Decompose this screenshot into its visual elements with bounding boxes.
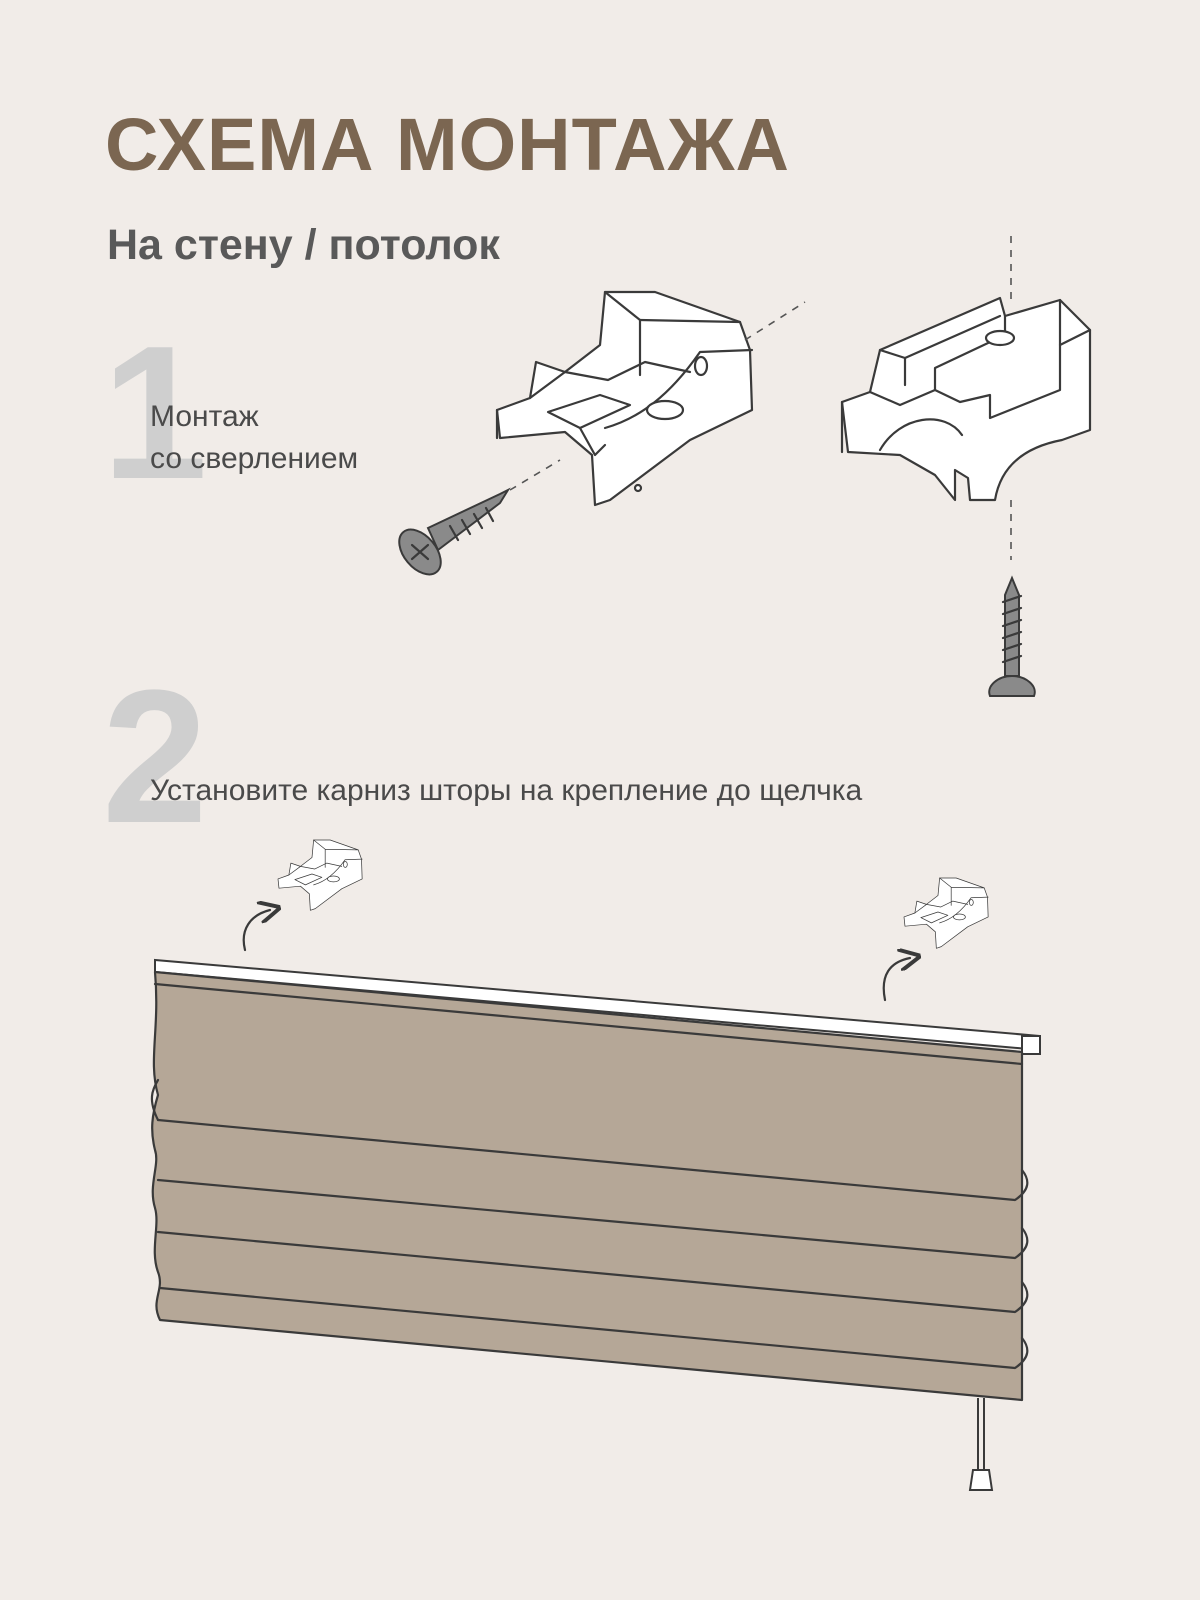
page-subtitle: На стену / потолок — [107, 221, 500, 269]
step-1-line-1: Монтаж — [150, 400, 259, 433]
wall-bracket-icon — [903, 877, 989, 949]
screw-icon — [398, 487, 511, 576]
arrow-icon — [242, 910, 270, 952]
page-title: СХЕМА МОНТАЖА — [105, 103, 790, 186]
step-1-number: 1 — [102, 307, 208, 519]
roman-blind-icon — [150, 958, 1041, 1491]
wall-bracket-icon — [277, 839, 363, 911]
ceiling-bracket-icon — [840, 296, 1092, 502]
alignment-guide-1 — [744, 301, 806, 341]
step-2-text: Установите карниз шторы на крепление до … — [150, 774, 863, 807]
step-1-line-2: со сверлением — [150, 442, 359, 475]
screw-icon — [988, 575, 1036, 697]
alignment-guide-2 — [509, 459, 561, 491]
step-1-text: Монтаж со сверлением — [150, 396, 358, 480]
wall-bracket-icon — [495, 290, 754, 507]
step-2-number: 2 — [102, 651, 208, 863]
arrow-icon — [882, 958, 910, 1002]
